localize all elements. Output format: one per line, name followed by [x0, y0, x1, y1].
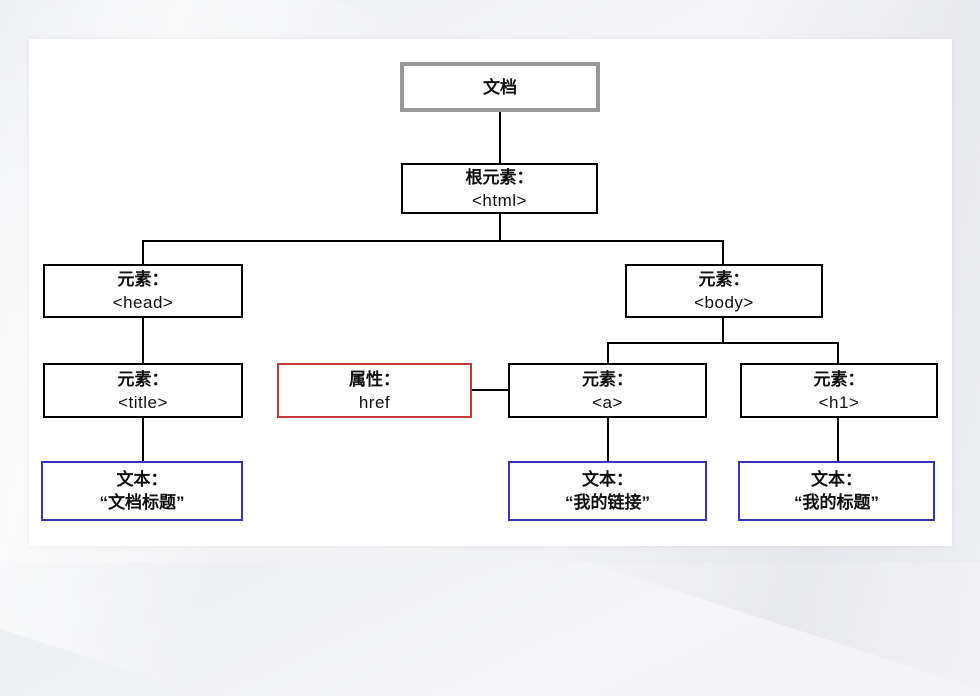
connector-to-h1	[837, 342, 839, 363]
node-label: 元素：	[813, 369, 865, 389]
node-text-document-title: 文本： “文档标题”	[41, 461, 243, 521]
connector-to-head	[142, 240, 144, 264]
node-label: 文本：	[582, 470, 633, 489]
connector-href-a	[472, 389, 508, 391]
connector-title-text	[142, 418, 144, 461]
connector-to-a	[607, 342, 609, 363]
node-tag: <body>	[694, 293, 754, 312]
connector-document-html	[499, 112, 501, 163]
node-label: 元素：	[698, 270, 750, 289]
node-tag: <title>	[118, 392, 168, 412]
node-value: “文档标题”	[99, 493, 185, 512]
node-tag: <head>	[112, 293, 174, 312]
node-element-h1: 元素： <h1>	[740, 363, 938, 418]
connector-body-children-bar	[607, 342, 839, 344]
node-attribute-href: 属性： href	[277, 363, 472, 418]
connector-h1-text	[837, 418, 839, 461]
connector-a-text	[607, 418, 609, 461]
connector-html-children-bar	[142, 240, 724, 242]
node-element-body: 元素： <body>	[625, 264, 823, 318]
node-element-head: 元素： <head>	[43, 264, 243, 318]
connector-body-down	[722, 318, 724, 344]
node-document: 文档	[400, 62, 600, 112]
connector-head-title	[142, 318, 144, 363]
node-tag: <html>	[472, 190, 527, 210]
node-document-label: 文档	[483, 77, 517, 97]
node-element-title: 元素： <title>	[43, 363, 243, 418]
node-label: 根元素：	[465, 167, 534, 187]
node-label: 元素：	[117, 369, 169, 389]
node-tag: href	[358, 392, 391, 412]
node-root-element-html: 根元素： <html>	[401, 163, 598, 214]
node-text-my-heading: 文本： “我的标题”	[738, 461, 935, 521]
node-text-my-link: 文本： “我的链接”	[508, 461, 707, 521]
node-tag: <h1>	[818, 392, 860, 412]
diagram-panel: 文档 根元素： <html> 元素： <head> 元素： <body> 元素：…	[29, 39, 952, 546]
connector-to-body	[722, 240, 724, 264]
node-tag: <a>	[592, 392, 623, 412]
node-label: 元素：	[582, 369, 633, 389]
node-value: “我的链接”	[565, 493, 650, 512]
node-label: 文本：	[116, 470, 168, 489]
node-label: 文本：	[811, 470, 862, 489]
node-label: 元素：	[117, 270, 169, 289]
node-element-a: 元素： <a>	[508, 363, 707, 418]
node-value: “我的标题”	[794, 493, 879, 512]
connector-html-down	[499, 214, 501, 242]
node-label: 属性：	[349, 369, 400, 389]
